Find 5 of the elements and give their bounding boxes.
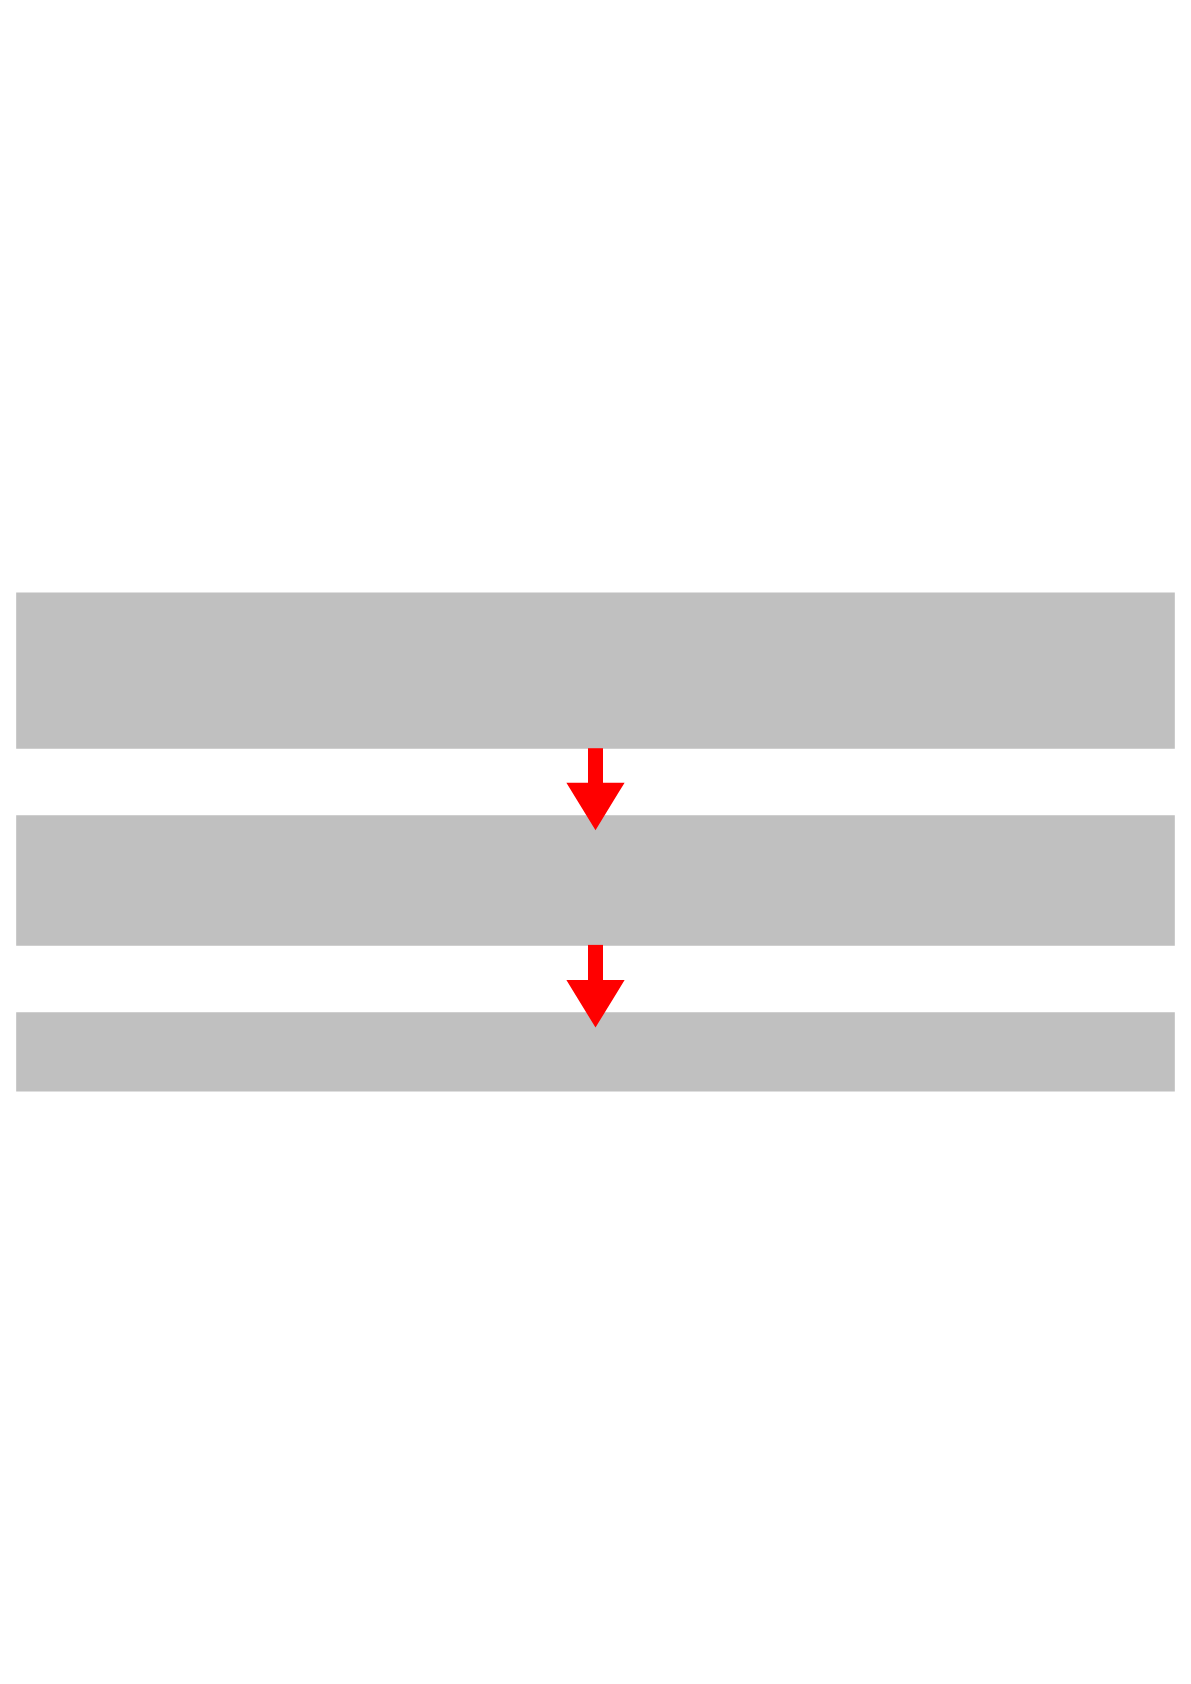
node-box [16,815,1175,946]
node-box [16,592,1175,749]
arrow [566,748,625,831]
node-box [16,1012,1175,1092]
arrow [566,944,625,1028]
